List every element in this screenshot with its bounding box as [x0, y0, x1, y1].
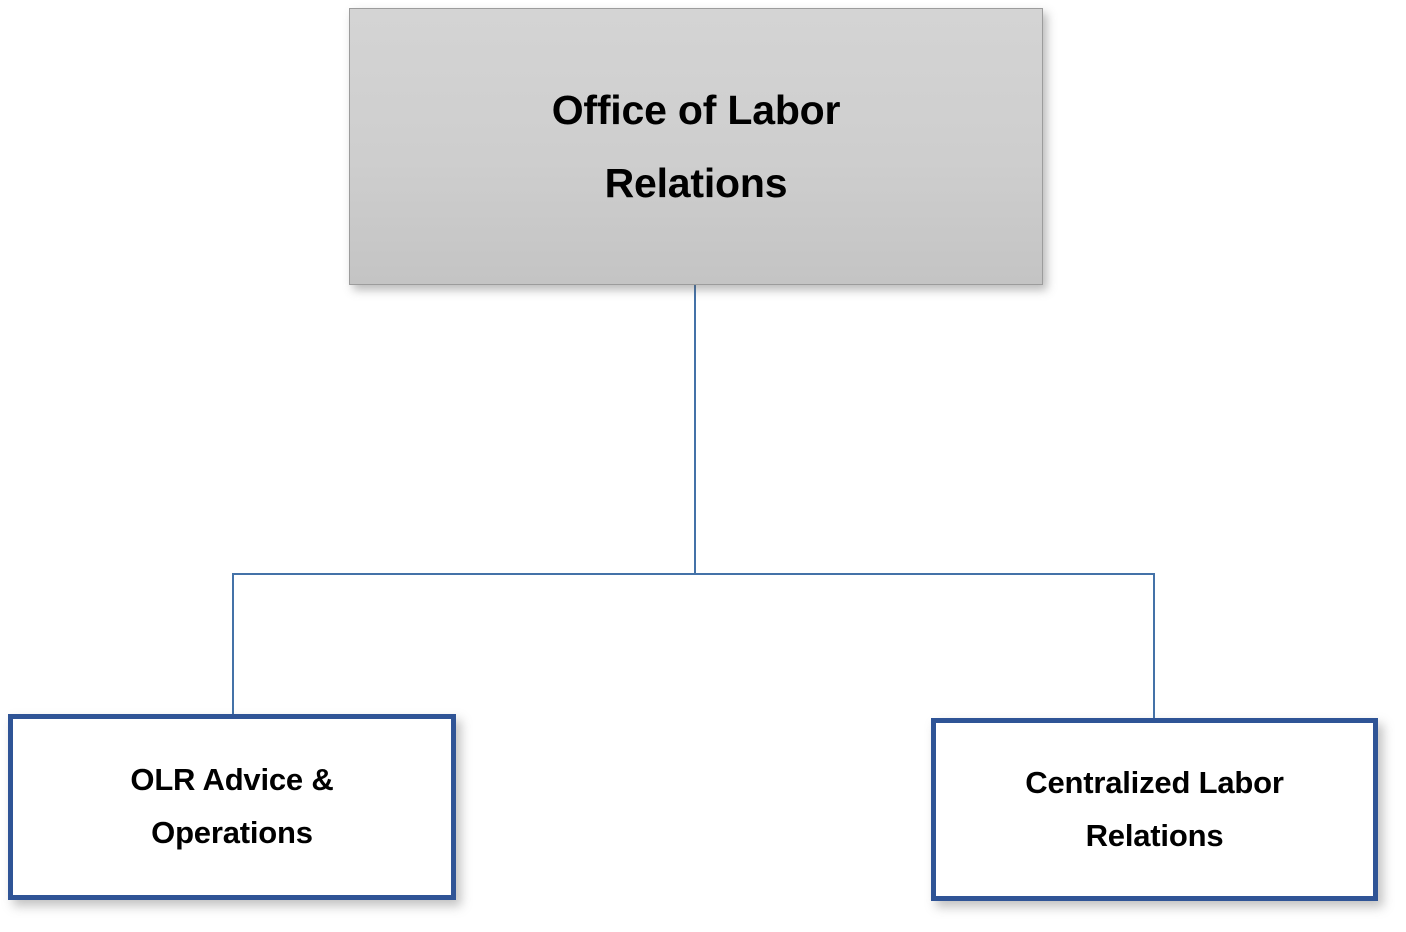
connector-drop-left [232, 573, 234, 716]
node-office-of-labor-relations[interactable]: Office of Labor Relations [349, 8, 1043, 285]
connector-horizontal-bus [232, 573, 1155, 575]
connector-drop-right [1153, 573, 1155, 719]
node-centralized-labor-relations[interactable]: Centralized Labor Relations [931, 718, 1378, 901]
node-label-line-2: Relations [1085, 817, 1224, 853]
node-label-centralized-labor-relations: Centralized Labor Relations [1011, 757, 1297, 862]
node-label-line-1: Centralized Labor [1025, 764, 1284, 800]
node-label-line-2: Operations [151, 815, 313, 850]
node-olr-advice-operations[interactable]: OLR Advice & Operations [8, 714, 456, 900]
node-label-line-1: OLR Advice & [130, 762, 334, 798]
node-label-office-of-labor-relations: Office of Labor Relations [538, 74, 855, 220]
node-label-olr-advice-operations: OLR Advice & Operations [116, 754, 347, 859]
connector-root-stem [694, 283, 696, 575]
node-label-line-2: Relations [604, 159, 788, 206]
node-label-line-1: Office of Labor [551, 86, 841, 133]
